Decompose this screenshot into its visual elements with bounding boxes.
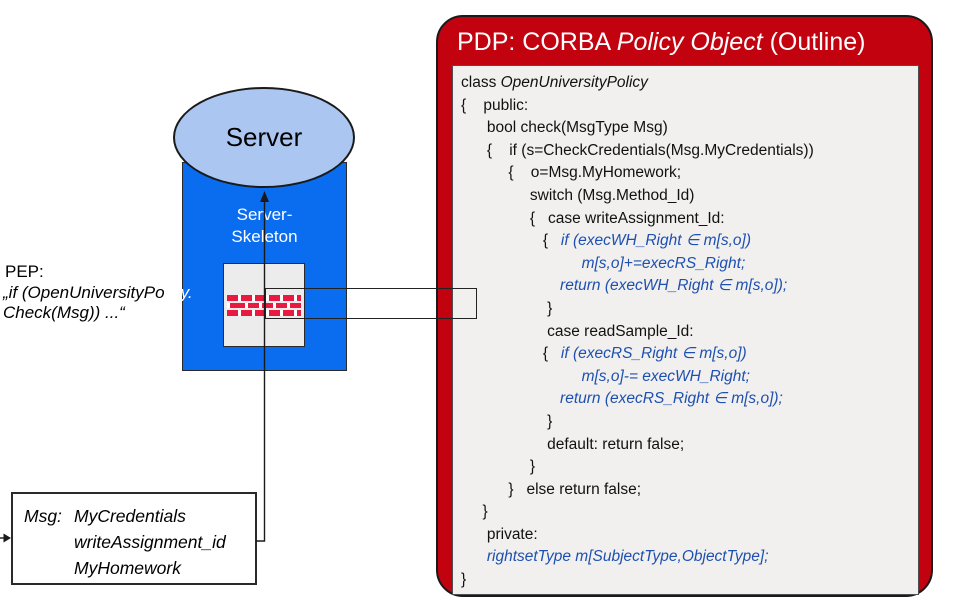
server-label: Server [225, 122, 303, 152]
code-line: m[s,o]-= execWH_Right; [461, 367, 750, 385]
code-line: { case writeAssignment_Id: [461, 209, 725, 227]
code-line: } [461, 458, 536, 476]
incoming-msg-arrowhead-icon [3, 533, 11, 543]
pep-code-overlap: licy. [164, 282, 193, 302]
code-line: class OpenUniversityPolicy [461, 74, 648, 91]
code-line: } [461, 299, 553, 317]
msg-value-homework: MyHomework [74, 558, 181, 578]
code-line: switch (Msg.Method_Id) [461, 186, 695, 204]
code-line: return (execRS_Right ∈ m[s,o]); [461, 390, 783, 408]
code-line: { if (execRS_Right ∈ m[s,o]) [461, 345, 747, 363]
code-line: m[s,o]+=execRS_Right; [461, 254, 746, 272]
code-line: { if (s=CheckCredentials(Msg.MyCredentia… [461, 141, 814, 159]
msg-value-credentials: MyCredentials [74, 506, 186, 526]
pdp-box: PDP: CORBA Policy Object (Outline) class… [436, 15, 933, 597]
code-line: } [461, 503, 488, 521]
pep-code-line1: „if (OpenUniversityPolicy. [3, 282, 193, 302]
code-line: { if (execWH_Right ∈ m[s,o]) [461, 232, 751, 250]
msg-grid: Msg: MyCredentials writeAssignment_id My… [24, 503, 255, 581]
code-line: rightsetType m[SubjectType,ObjectType]; [486, 548, 769, 566]
server-ellipse: Server [173, 87, 355, 188]
server-skeleton-label: Server- Skeleton [182, 204, 347, 248]
code-line: } [461, 571, 467, 589]
code-line: } [461, 412, 553, 430]
check-call-rect [265, 288, 477, 319]
code-line: { public: [461, 96, 529, 114]
pdp-title: PDP: CORBA Policy Object (Outline) [457, 28, 866, 56]
policy-code-panel: class OpenUniversityPolicy { public: bool… [452, 65, 919, 595]
code-block: class OpenUniversityPolicy { public: bool… [461, 72, 918, 592]
msg-box: Msg: MyCredentials writeAssignment_id My… [11, 492, 257, 585]
pep-label: PEP: [5, 262, 44, 281]
skeleton-label-line1: Server- [236, 205, 293, 224]
msg-label: Msg: [24, 506, 62, 526]
code-line: private: [461, 525, 538, 543]
code-line: return (execWH_Right ∈ m[s,o]); [461, 277, 788, 295]
msg-value-method: writeAssignment_id [74, 532, 226, 552]
code-line: bool check(MsgType Msg) [461, 119, 668, 137]
skeleton-label-line2: Skeleton [231, 227, 298, 246]
code-line: default: return false; [461, 435, 685, 453]
code-line: { o=Msg.MyHomework; [461, 164, 682, 182]
pep-annotation: PEP: „if (OpenUniversityPolicy. Check(Ms… [3, 262, 193, 324]
code-line: } else return false; [461, 480, 642, 498]
code-line: case readSample_Id: [461, 322, 694, 340]
pep-code-line2: Check(Msg)) ...“ [3, 303, 125, 322]
